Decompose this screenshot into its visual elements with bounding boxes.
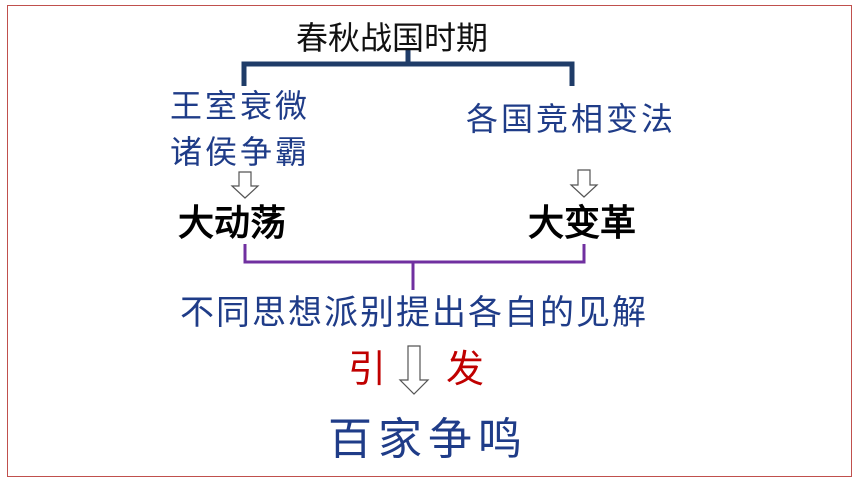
views-text: 不同思想派别提出各自的见解 bbox=[180, 293, 648, 333]
lead-left-char: 引 bbox=[348, 347, 387, 391]
top-bracket bbox=[241, 50, 575, 86]
left-result: 大动荡 bbox=[178, 203, 287, 244]
purple-bracket bbox=[243, 244, 586, 290]
right-cause: 各国竞相变法 bbox=[466, 100, 677, 138]
final-result: 百家争鸣 bbox=[328, 414, 528, 465]
lead-right-char: 发 bbox=[446, 347, 485, 391]
left-cause-line2: 诸侯争霸 bbox=[170, 133, 311, 171]
arrow-center-icon bbox=[398, 345, 430, 395]
left-cause-line1: 王室衰微 bbox=[170, 87, 311, 125]
slide-frame bbox=[7, 5, 852, 477]
arrow-left-icon bbox=[230, 171, 260, 199]
arrow-right-icon bbox=[569, 169, 599, 198]
diagram-title: 春秋战国时期 bbox=[296, 19, 489, 57]
right-result: 大变革 bbox=[528, 203, 637, 244]
